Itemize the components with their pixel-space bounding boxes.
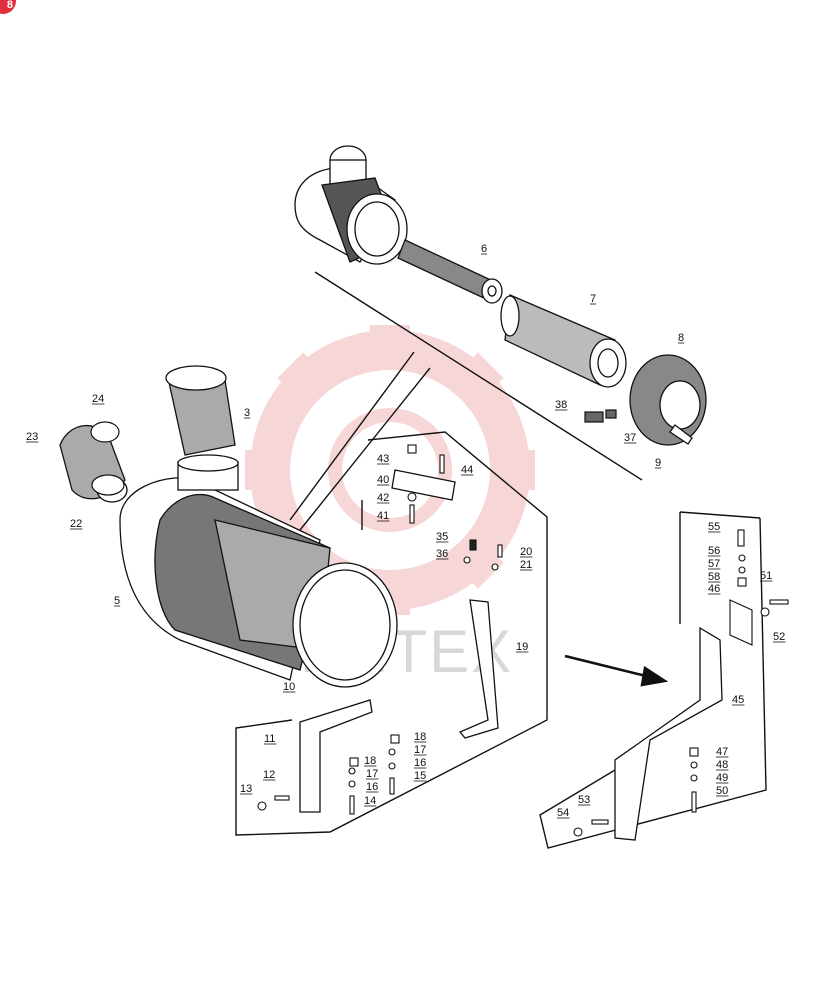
part-label-36: 36	[436, 548, 448, 560]
part-label-20: 20	[520, 546, 532, 558]
part-label-57: 57	[708, 558, 720, 570]
part-number-labels: 3567891011121314151616171718181920212223…	[26, 243, 786, 819]
part-label-22: 22	[70, 518, 82, 530]
part-label-42: 42	[377, 492, 389, 504]
part-label-24: 24	[92, 393, 104, 405]
part-label-7: 7	[590, 293, 596, 305]
part-label-48: 48	[716, 759, 728, 771]
part-label-19: 19	[516, 641, 528, 653]
fasteners	[257, 444, 789, 837]
part-label-40: 40	[377, 474, 389, 486]
part-label-9: 9	[655, 457, 661, 469]
part-label-11: 11	[264, 733, 275, 745]
part-label-17: 17	[414, 744, 426, 756]
bracket-45	[614, 626, 723, 841]
part-label-37: 37	[624, 432, 636, 444]
part-label-51: 51	[760, 570, 772, 582]
part-label-46: 46	[708, 583, 720, 595]
hose-clamps-22-24	[90, 421, 125, 496]
part-label-53: 53	[578, 794, 590, 806]
part-label-21: 21	[520, 559, 532, 571]
part-label-58: 58	[708, 571, 720, 583]
part-label-15: 15	[414, 770, 426, 782]
strap-19	[458, 599, 499, 739]
part-label-18: 18	[364, 755, 376, 767]
part-label-16: 16	[414, 757, 426, 769]
end-cap-8	[629, 354, 707, 446]
part-label-18: 18	[414, 731, 426, 743]
arrow	[564, 654, 669, 687]
bracket-11	[299, 699, 373, 813]
part-label-38: 38	[555, 399, 567, 411]
part-label-52: 52	[773, 631, 785, 643]
part-label-50: 50	[716, 785, 728, 797]
part-label-49: 49	[716, 772, 728, 784]
part-label-35: 35	[436, 531, 448, 543]
air-filter-housing-top	[294, 145, 408, 265]
part-label-54: 54	[557, 807, 569, 819]
part-label-17: 17	[366, 768, 378, 780]
inner-element-6	[397, 239, 503, 304]
separator-lines	[235, 271, 767, 849]
part-label-14: 14	[364, 795, 376, 807]
part-label-56: 56	[708, 545, 720, 557]
part-label-45: 45	[732, 694, 744, 706]
part-label-47: 47	[716, 746, 728, 758]
part-label-12: 12	[263, 769, 275, 781]
part-label-41: 41	[377, 510, 389, 522]
part-label-16: 16	[366, 781, 378, 793]
intake-hose-3	[165, 365, 236, 456]
clip-37-38	[584, 409, 617, 423]
part-label-5: 5	[114, 595, 120, 607]
part-label-8: 8	[678, 332, 684, 344]
part-label-13: 13	[240, 783, 252, 795]
filter-element-7	[500, 294, 627, 388]
part-label-23: 23	[26, 431, 38, 443]
part-label-44: 44	[461, 464, 473, 476]
part-label-3: 3	[244, 407, 250, 419]
part-label-6: 6	[481, 243, 487, 255]
part-label-10: 10	[283, 681, 295, 693]
air-filter-housing-main	[119, 454, 398, 688]
corner-badge: 8	[0, 0, 16, 14]
part-label-43: 43	[377, 453, 389, 465]
part-label-55: 55	[708, 521, 720, 533]
plate-40	[391, 469, 456, 501]
